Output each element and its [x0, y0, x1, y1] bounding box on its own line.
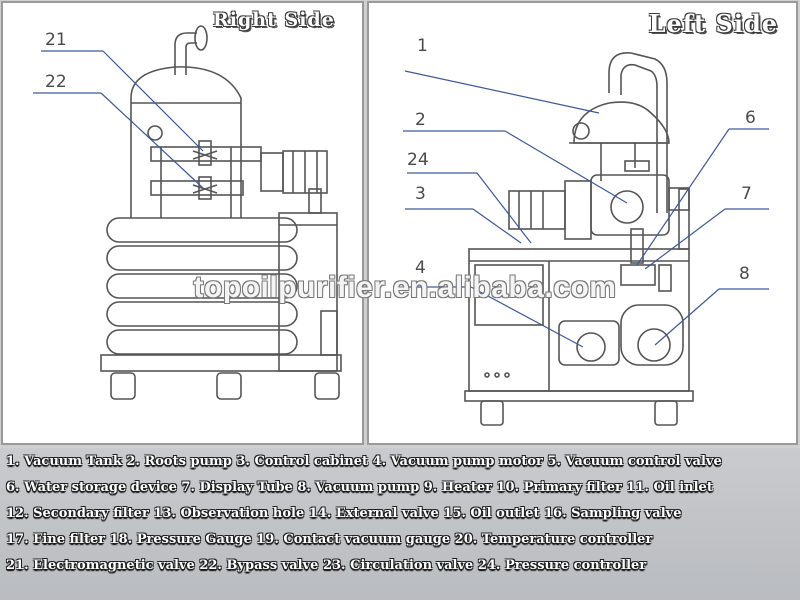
- legend-line-1: 1. Vacuum Tank 2. Roots pump 3. Control …: [6, 454, 722, 469]
- coil-1: [106, 217, 298, 243]
- top-flange: [194, 25, 208, 51]
- roots-pump-rotor: [610, 190, 644, 224]
- wheel-2: [216, 372, 242, 400]
- wheel-right: [654, 400, 678, 426]
- callout-6: 6: [745, 108, 756, 128]
- vacuum-tank: [573, 101, 670, 144]
- base-frame: [464, 390, 694, 402]
- callout-4: 4: [415, 258, 426, 278]
- tank-body: [130, 66, 242, 218]
- lower-pipe: [150, 180, 244, 196]
- roots-pump-motor: [508, 190, 566, 230]
- gauge-post: [308, 188, 322, 214]
- valve-handle: [658, 264, 672, 292]
- legend-line-5: 21. Electromagnetic valve 22. Bypass val…: [6, 558, 647, 573]
- motor-coupling: [260, 152, 284, 192]
- roots-pump-coupling: [564, 180, 592, 240]
- loop-pipe-outer: [608, 52, 668, 213]
- wheel-3: [314, 372, 340, 400]
- watermark-text: topoilpurifier.en.alibaba.com: [193, 271, 617, 304]
- right-side-title: Right Side: [213, 9, 335, 31]
- valve-cross-lower: [192, 184, 218, 194]
- tank-port: [147, 125, 163, 141]
- observation-fitting: [624, 160, 650, 172]
- vacuum-control-valve: [620, 264, 656, 286]
- base-frame: [100, 354, 342, 372]
- legend-line-4: 17. Fine filter 18. Pressure Gauge 19. C…: [6, 532, 653, 547]
- parts-legend: 1. Vacuum Tank 2. Roots pump 3. Control …: [0, 448, 800, 600]
- vacuum-pump-motor: [558, 320, 620, 366]
- vacuum-pump-motor-hub: [576, 332, 606, 362]
- wheel-left: [480, 400, 504, 426]
- top-pipe: [174, 32, 197, 75]
- loop-pipe-inner: [620, 63, 658, 213]
- callout-22: 22: [45, 72, 67, 92]
- coil-5: [106, 329, 298, 355]
- callout-24: 24: [407, 150, 429, 170]
- vacuum-pump-rotor: [637, 328, 671, 362]
- tank-port: [572, 122, 590, 140]
- callout-2: 2: [415, 110, 426, 130]
- vacuum-pump: [620, 304, 684, 366]
- side-box: [320, 310, 338, 356]
- callout-8: 8: [739, 264, 750, 284]
- right-side-drawing: 21 22: [33, 25, 342, 400]
- callout-7: 7: [741, 184, 752, 204]
- left-side-drawing: 1 2 24 3 4 6 7 8: [403, 36, 769, 426]
- coil-3: [106, 273, 298, 299]
- legend-line-2: 6. Water storage device 7. Display Tube …: [6, 480, 713, 495]
- callout-3: 3: [415, 184, 426, 204]
- legend-line-3: 12. Secondary filter 13. Observation hol…: [6, 506, 682, 521]
- left-side-title: Left Side: [648, 9, 778, 38]
- top-pipe-inner: [185, 42, 197, 75]
- coil-4: [106, 301, 298, 327]
- left-side-panel: Left Side: [367, 1, 798, 445]
- valve-cross-upper: [192, 150, 218, 160]
- control-cabinet-box: [474, 264, 544, 326]
- right-side-panel: Right Side: [1, 1, 364, 445]
- display-tube: [630, 228, 644, 264]
- callout-21: 21: [45, 30, 67, 50]
- callout-1: 1: [417, 36, 428, 56]
- right-post: [678, 188, 690, 250]
- coil-2: [106, 245, 298, 271]
- bypass-valve: [198, 176, 212, 200]
- wheel-1: [110, 372, 136, 400]
